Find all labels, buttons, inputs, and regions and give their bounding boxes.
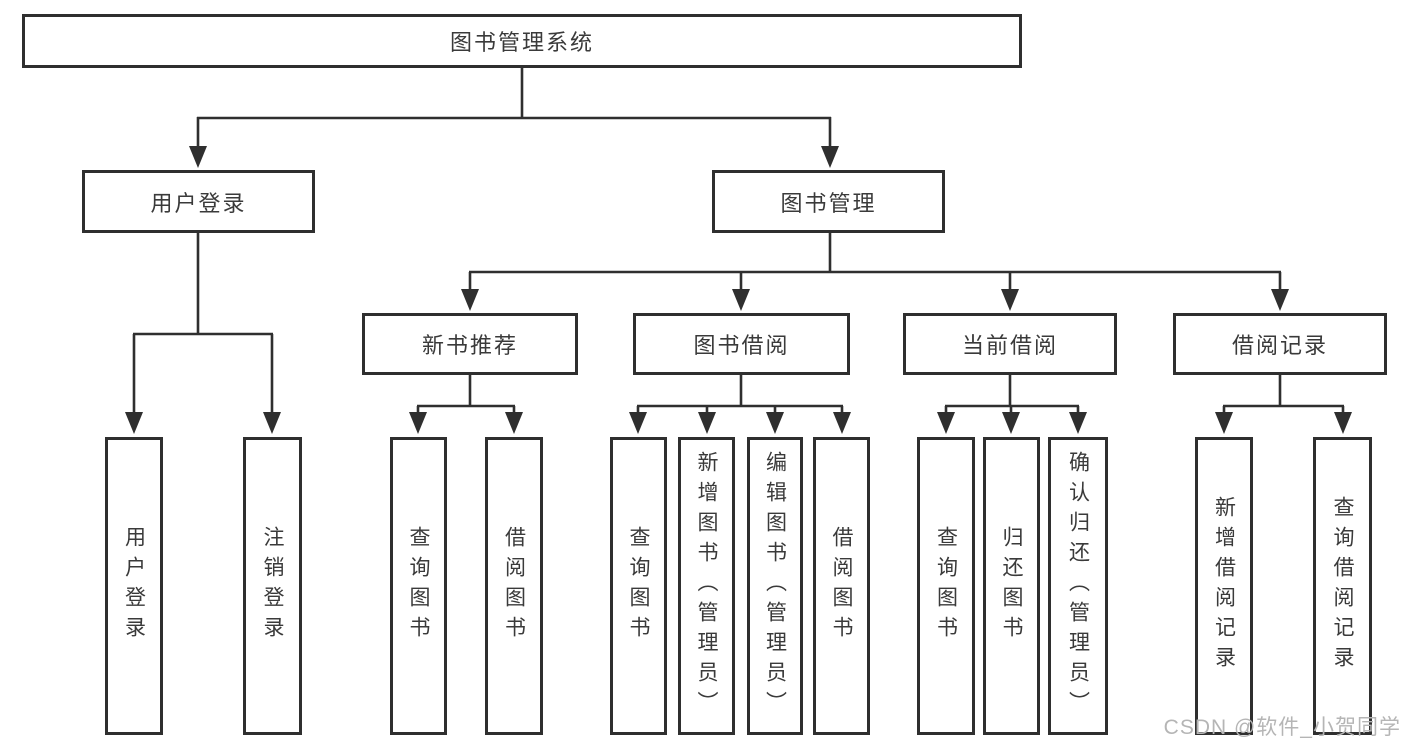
- node-new-book-rec: 新书推荐: [362, 313, 578, 375]
- leaf-query-books-rec-label: 查询图书: [407, 526, 430, 646]
- connector-book-borrow: [629, 375, 851, 434]
- node-user-login-label: 用户登录: [150, 190, 247, 216]
- leaf-borrow-books-rec-label: 借阅图书: [502, 526, 526, 646]
- leaf-return-book: 归还图书: [983, 437, 1040, 735]
- leaf-user-login: 用户登录: [105, 437, 163, 735]
- connector-book-management: [461, 233, 1289, 311]
- leaf-query-borrow-record-label: 查询借阅记录: [1331, 496, 1354, 676]
- connector-root: [189, 68, 839, 168]
- leaf-query-books-current-label: 查询图书: [934, 526, 958, 646]
- leaf-return-book-label: 归还图书: [1000, 526, 1023, 646]
- leaf-user-login-label: 用户登录: [122, 526, 146, 646]
- leaf-query-books-borrow-label: 查询图书: [627, 526, 650, 646]
- node-borrow-records: 借阅记录: [1173, 313, 1387, 375]
- node-user-login: 用户登录: [82, 170, 315, 233]
- csdn-watermark: CSDN @软件_小贺同学: [1163, 716, 1401, 739]
- node-root-label: 图书管理系统: [449, 30, 594, 55]
- node-book-management-label: 图书管理: [780, 190, 877, 216]
- leaf-add-borrow-record: 新增借阅记录: [1195, 437, 1253, 735]
- leaf-confirm-return-admin: 确认归还（管理员）: [1048, 437, 1108, 735]
- leaf-confirm-return-admin-label: 确认归还（管理员）: [1066, 451, 1090, 721]
- node-root: 图书管理系统: [22, 14, 1022, 68]
- connector-current-borrow: [937, 375, 1087, 434]
- leaf-query-books-borrow: 查询图书: [610, 437, 667, 735]
- leaf-borrow-books-label: 借阅图书: [830, 526, 853, 646]
- leaf-query-books-rec: 查询图书: [390, 437, 447, 735]
- node-borrow-records-label: 借阅记录: [1231, 333, 1328, 358]
- connector-user-login: [125, 233, 281, 434]
- node-book-management: 图书管理: [712, 170, 945, 233]
- leaf-query-books-current: 查询图书: [917, 437, 975, 735]
- leaf-edit-book-admin: 编辑图书（管理员）: [747, 437, 803, 735]
- leaf-edit-book-admin-label: 编辑图书（管理员）: [763, 451, 787, 721]
- leaf-add-book-admin: 新增图书（管理员）: [678, 437, 735, 735]
- leaf-logout: 注销登录: [243, 437, 302, 735]
- leaf-borrow-books: 借阅图书: [813, 437, 870, 735]
- leaf-query-borrow-record: 查询借阅记录: [1313, 437, 1372, 735]
- node-current-borrow-label: 当前借阅: [961, 333, 1058, 358]
- node-book-borrow-label: 图书借阅: [693, 333, 790, 358]
- node-current-borrow: 当前借阅: [903, 313, 1117, 375]
- connector-borrow-records: [1215, 375, 1352, 434]
- leaf-logout-label: 注销登录: [261, 526, 284, 646]
- node-book-borrow: 图书借阅: [633, 313, 850, 375]
- node-new-book-rec-label: 新书推荐: [421, 333, 518, 358]
- leaf-borrow-books-rec: 借阅图书: [485, 437, 543, 735]
- leaf-add-borrow-record-label: 新增借阅记录: [1212, 496, 1236, 676]
- leaf-add-book-admin-label: 新增图书（管理员）: [695, 451, 718, 721]
- connector-new-book-rec: [409, 375, 523, 434]
